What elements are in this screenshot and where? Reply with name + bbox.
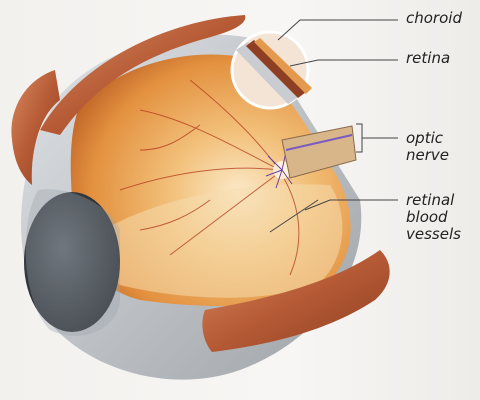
- label-optic-nerve: optic nerve: [406, 130, 449, 164]
- cornea: [26, 189, 120, 336]
- label-retina: retina: [406, 50, 450, 67]
- inset-cross-section: [232, 32, 312, 108]
- label-retinal-blood-vessels: retinal blood vessels: [406, 192, 461, 243]
- label-choroid: choroid: [406, 10, 462, 27]
